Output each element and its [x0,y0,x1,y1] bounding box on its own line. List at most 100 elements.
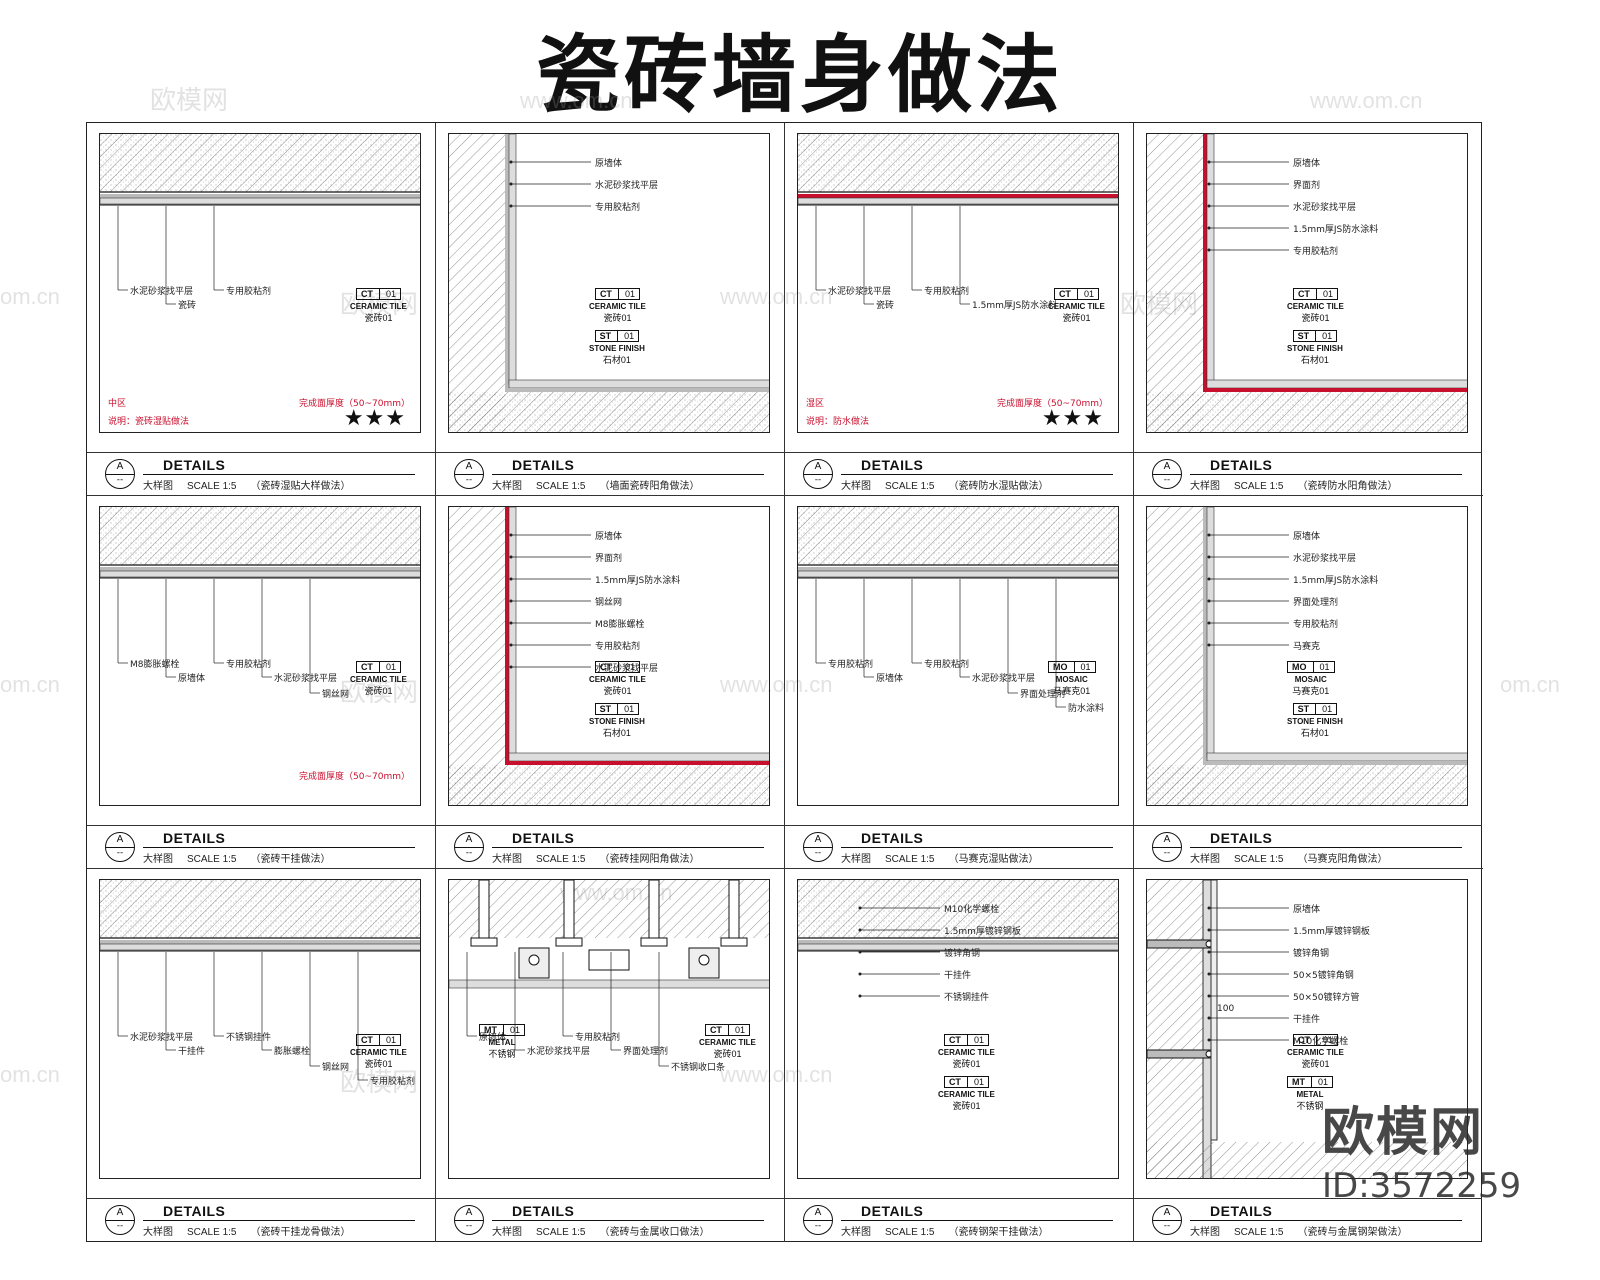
tag-material-cn: 瓷砖01 [1062,313,1091,323]
detail-ref-letter: A [1163,834,1171,845]
tag-number: 01 [1322,1035,1333,1045]
callout-label: 水泥砂浆找平层 [595,664,659,674]
detail-label: 大样图 [1190,854,1220,865]
detail-ref-sheet: -- [116,1221,124,1231]
mortar-layer [100,567,420,571]
tile-layer [508,134,517,385]
tag-material-cn: 马赛克01 [1053,686,1091,696]
tile-layer [798,943,1118,951]
tag-number: 01 [385,289,396,299]
detail-ref-circle: A-- [1152,1205,1182,1235]
tag-material-name: STONE FINISH [1287,344,1343,353]
detail-ref-letter: A [465,834,473,845]
callout-label: M10化学螺栓 [944,905,1000,915]
callout-label: 镀锌角钢 [1293,949,1330,959]
callout-label: 干挂件 [944,971,972,981]
tag-material-cn: 瓷砖01 [364,313,393,323]
detail-title: DETAILS [163,457,226,473]
callout-label: 钢丝网 [322,690,350,700]
detail-note: （瓷砖湿贴大样做法） [250,481,351,492]
detail-ref-circle: A-- [105,459,135,489]
callout-label: 不锈钢收口条 [671,1063,726,1073]
tile-layer [1206,752,1467,762]
concrete-dots [100,507,420,565]
concrete-dots [1147,392,1467,432]
detail-scale: SCALE 1:5 [885,481,935,492]
detail-ref-circle: A-- [803,459,833,489]
callout-label: 专用胶粘剂 [924,287,970,297]
detail-label: 大样图 [143,1227,173,1238]
detail-ref-sheet: -- [814,1221,822,1231]
tag-material-cn: 瓷砖01 [713,1049,742,1059]
detail-ref-letter: A [1163,1207,1171,1218]
leader-dot [1207,950,1211,954]
detail-note: （瓷砖与金属收口做法） [599,1227,710,1238]
leader-dot [858,972,862,976]
callout-label: 马赛克 [1293,642,1321,652]
detail-ref-circle: A-- [803,1205,833,1235]
tag-code: ST [1298,331,1317,341]
detail-ref-sheet: -- [465,848,473,858]
brand-logo: 欧模网 [1322,1103,1485,1163]
callout-label: 1.5mm厚JS防水涂料 [1293,225,1379,235]
detail-scale: SCALE 1:5 [1234,1227,1284,1238]
mortar-layer [100,940,420,944]
tag-material-cn: 石材01 [602,355,631,365]
detail-svg [798,134,1118,305]
tag-code: CT [1059,289,1078,299]
leader-dot [1207,577,1211,581]
tag-material-cn: 不锈钢 [488,1049,516,1059]
detail-label: 大样图 [841,1227,871,1238]
leader-dot [1207,1038,1211,1042]
callout-label: 水泥砂浆找平层 [595,181,659,191]
tile-layer [508,752,769,762]
tag-material-cn: 石材01 [602,728,631,738]
tag-code: MT [484,1025,504,1035]
tile-layer [1210,880,1218,1141]
leader-dot [509,204,513,208]
detail-label: 大样图 [492,1227,522,1238]
detail-title-underline [1190,847,1462,848]
callout-label: 专用胶粘剂 [828,660,874,670]
tag-number: 01 [624,662,635,672]
callout-label: 原墙体 [876,674,904,684]
detail-title-underline [1190,1220,1462,1221]
detail-title-underline [492,1220,764,1221]
detail-note: （瓷砖防水湿贴做法） [948,481,1049,492]
dimension-text: 100 [1217,1004,1235,1014]
tag-code: CT [949,1035,968,1045]
tile-layer [1206,379,1467,389]
tag-code: CT [361,289,380,299]
rating-stars: ★★★ [343,406,406,431]
tag-material-cn: 瓷砖01 [364,686,393,696]
detail-label: 大样图 [1190,1227,1220,1238]
detail-title: DETAILS [861,457,924,473]
detail-svg [798,507,1118,708]
tile-layer [508,507,517,758]
callout-label: 专用胶粘剂 [226,660,272,670]
detail-ref-divider [1153,847,1181,848]
bolt-hole [698,954,710,966]
detail-svg [1147,507,1467,805]
callout-label: 水泥砂浆找平层 [1293,203,1357,213]
